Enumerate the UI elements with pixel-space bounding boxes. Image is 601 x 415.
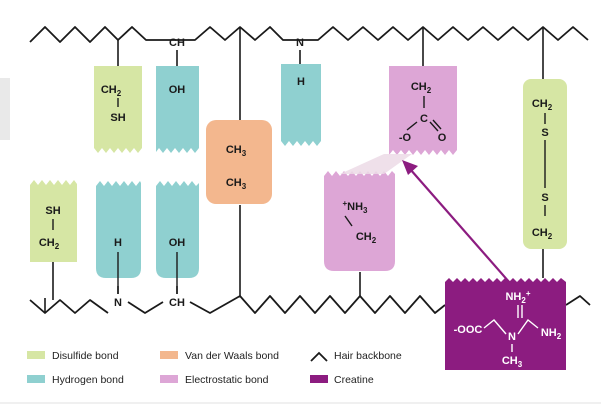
disulfide-bottom-ch2: CH2 [39, 237, 60, 251]
disulfide-group-top: CH2 SH [94, 66, 142, 153]
bottom-backbone-ch: CH [169, 297, 185, 309]
electrostatic-group-bottom: +NH3 CH2 [324, 171, 395, 271]
legend-swatch-hydrogen [27, 375, 45, 383]
creatine-arrow-head [402, 160, 418, 175]
vdw-ch3-top: CH3 [226, 144, 247, 158]
disulfide-right-s1: S [541, 127, 548, 139]
creatine-ooc: -OOC [454, 324, 483, 336]
bottom-hair-backbone-end [565, 295, 591, 306]
creatine-ch3: CH3 [502, 355, 523, 369]
legend: Disulfide bond Hydrogen bond Van der Waa… [27, 350, 402, 386]
side-panel [0, 78, 10, 140]
bottom-hair-backbone-right [189, 295, 446, 314]
disulfide-group-right: CH2 S S CH2 [523, 79, 567, 249]
vdw-ch3-bottom: CH3 [226, 177, 247, 191]
top-backbone-ch: CH [169, 37, 185, 49]
electrostatic-group-top: CH2 C -O O [389, 66, 457, 155]
disulfide-right-ch2-top: CH2 [532, 98, 553, 112]
hydrogen-bottom-2-oh: OH [169, 237, 186, 249]
van-der-waals-group: CH3 CH3 [206, 120, 272, 204]
hydrogen-group-bottom-1: H [96, 181, 141, 294]
bottom-backbone-n: N [114, 297, 122, 309]
hydrogen-group-top-2: H [281, 64, 321, 146]
side-chain-connectors [44, 27, 544, 313]
electro-top-ch2: CH2 [411, 81, 432, 95]
disulfide-top-ch2: CH2 [101, 84, 122, 98]
electrostatic-link-wedge [340, 154, 412, 174]
electro-bottom-ch2: CH2 [356, 231, 377, 245]
electro-bottom-nh3: +NH3 [342, 199, 368, 215]
disulfide-right-s2: S [541, 192, 548, 204]
bottom-hair-backbone [29, 299, 109, 314]
legend-swatch-disulfide [27, 351, 45, 359]
creatine-group: NH2+ -OOC N NH2 CH3 [445, 278, 566, 370]
legend-swatch-electrostatic [160, 375, 178, 383]
creatine-nh2: NH2 [541, 327, 562, 341]
electro-top-c: C [420, 113, 428, 125]
legend-backbone-icon [310, 351, 328, 362]
legend-swatch-vanderwaals [160, 351, 178, 359]
disulfide-right-ch2-bottom: CH2 [532, 227, 553, 241]
hydrogen-top-2-h: H [297, 76, 305, 88]
legend-label-creatine: Creatine [334, 374, 374, 386]
electro-top-o-double: O [438, 132, 447, 144]
disulfide-top-sh: SH [110, 112, 125, 124]
hydrogen-group-bottom-2: OH [156, 181, 199, 294]
top-hair-backbone [29, 26, 589, 43]
bottom-hair-backbone-mid [127, 301, 164, 314]
legend-label-vanderwaals: Van der Waals bond [185, 350, 279, 362]
legend-label-disulfide: Disulfide bond [52, 350, 119, 362]
legend-swatch-creatine [310, 375, 328, 383]
hydrogen-bottom-1-h: H [114, 237, 122, 249]
creatine-nh2-plus: NH2+ [505, 289, 530, 305]
legend-label-electrostatic: Electrostatic bond [185, 374, 269, 386]
disulfide-bottom-sh: SH [45, 205, 60, 217]
creatine-arrow-shaft [409, 168, 511, 284]
electro-top-o-minus: -O [399, 132, 412, 144]
legend-label-hydrogen: Hydrogen bond [52, 374, 124, 386]
top-backbone-n: N [296, 37, 304, 49]
legend-label-backbone: Hair backbone [334, 350, 402, 362]
hydrogen-group-top-1: OH [156, 66, 199, 153]
hydrogen-top-1-oh: OH [169, 84, 186, 96]
creatine-n: N [508, 331, 516, 343]
disulfide-group-bottom: SH CH2 [30, 180, 77, 262]
